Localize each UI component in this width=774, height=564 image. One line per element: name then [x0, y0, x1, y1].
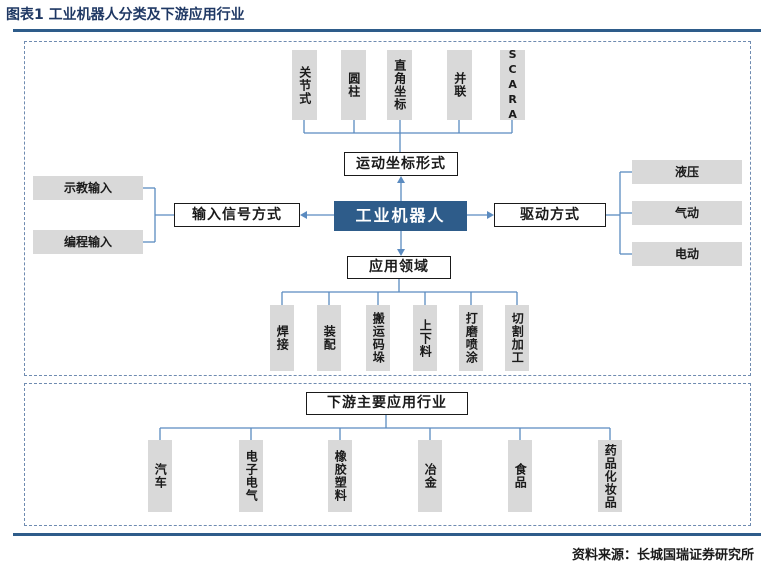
downstream-item-pharma-cosmetics: 药品化妆品	[598, 440, 622, 512]
input-item-teach: 示教输入	[33, 176, 143, 200]
downstream-item-auto: 汽车	[148, 440, 172, 512]
application-label: 应用领域	[347, 256, 451, 279]
application-item-assembly: 装配	[317, 305, 341, 371]
center-node: 工业机器人	[334, 201, 467, 231]
application-item-grinding: 打磨喷涂	[459, 305, 483, 371]
downstream-item-food: 食品	[508, 440, 532, 512]
bottom-rule	[13, 533, 761, 536]
coordinate-label: 运动坐标形式	[344, 152, 458, 176]
drive-item-hydraulic: 液压	[632, 160, 742, 184]
coordinate-item-articulated: 关节式	[292, 50, 317, 120]
drive-item-electric: 电动	[632, 242, 742, 266]
downstream-item-rubber-plastics: 橡胶塑料	[328, 440, 352, 512]
downstream-item-metallurgy: 冶金	[418, 440, 442, 512]
coordinate-item-parallel: 并联	[447, 50, 472, 120]
downstream-label: 下游主要应用行业	[306, 392, 468, 415]
coordinate-item-cartesian: 直角坐标	[387, 50, 412, 120]
application-item-palletizing: 搬运码垛	[366, 305, 390, 371]
application-item-loading: 上下料	[413, 305, 437, 371]
figure-title: 图表1 工业机器人分类及下游应用行业	[6, 7, 245, 23]
application-item-welding: 焊接	[270, 305, 294, 371]
source-note: 资料来源：长城国瑞证券研究所	[571, 548, 754, 563]
downstream-item-electronics: 电子电气	[239, 440, 263, 512]
classification-panel	[24, 41, 751, 376]
coordinate-item-cylindrical: 圆柱	[341, 50, 366, 120]
top-rule	[13, 29, 761, 32]
coordinate-item-scara: SCARA	[500, 48, 525, 123]
drive-label: 驱动方式	[494, 203, 606, 227]
drive-item-pneumatic: 气动	[632, 201, 742, 225]
downstream-panel	[24, 383, 751, 526]
input-item-program: 编程输入	[33, 230, 143, 254]
input-label: 输入信号方式	[174, 203, 300, 227]
application-item-cutting: 切割加工	[505, 305, 529, 371]
